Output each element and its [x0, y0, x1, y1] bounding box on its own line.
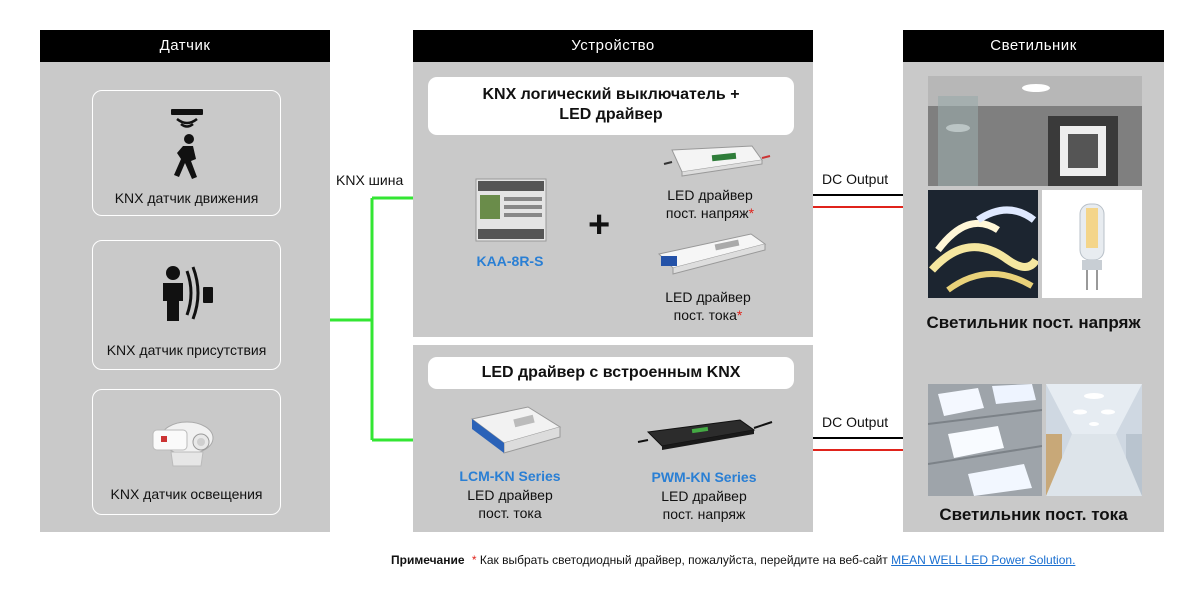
footnote-label: Примечание	[391, 553, 465, 567]
motion-sensor-icon	[171, 109, 203, 179]
presence-sensor-icon	[163, 266, 213, 321]
device-top-title-line2: LED драйвер	[559, 106, 663, 123]
kaa-8r-s-module-image	[475, 178, 547, 242]
pwm-kn-description: LED драйвер пост. напряж	[634, 487, 774, 523]
dc-output-top-negative-line	[813, 194, 903, 196]
knx-bus-label: KNX шина	[336, 172, 404, 188]
cv-driver-asterisk: *	[748, 205, 755, 221]
kaa-8r-s-label: KAA-8R-S	[476, 253, 544, 269]
cc-driver-image	[657, 233, 767, 275]
cc-driver-label: LED драйвер пост. тока*	[638, 288, 778, 324]
cc-luminaire-caption: Светильник пост. тока	[939, 505, 1128, 524]
cv-driver-image	[663, 145, 771, 177]
cv-luminaire-caption: Светильник пост. напряж	[926, 313, 1141, 332]
cv-driver-label: LED драйвер пост. напряж*	[640, 186, 780, 222]
lcm-kn-name: LCM-KN Series	[459, 468, 561, 484]
device-top-title-line1: KNX логический выключатель +	[482, 86, 740, 103]
plus-sign: +	[588, 204, 611, 246]
device-column-header: Устройство	[413, 30, 813, 62]
pwm-kn-name: PWM-KN Series	[651, 469, 757, 485]
footnote-text: Как выбрать светодиодный драйвер, пожалу…	[476, 553, 892, 567]
ceiling-panel-photo	[928, 384, 1042, 496]
downlight-room-photo	[928, 76, 1142, 186]
cc-driver-label-line1: LED драйвер	[665, 289, 751, 305]
motion-sensor-label: KNX датчик движения	[114, 190, 259, 206]
g4-bulb-photo	[1042, 190, 1142, 298]
pwm-kn-line2: пост. напряж	[662, 506, 746, 522]
knx-bus-lines	[330, 196, 414, 442]
device-bottom-title: LED драйвер с встроенным KNX	[428, 357, 794, 389]
corridor-downlight-photo	[1046, 384, 1142, 496]
cc-driver-asterisk: *	[736, 307, 743, 323]
presence-sensor-card: KNX датчик присутствия	[92, 240, 281, 370]
luminaire-column-header: Светильник	[903, 30, 1164, 62]
light-sensor-label: KNX датчик освещения	[110, 486, 263, 502]
footnote: Примечание * Как выбрать светодиодный др…	[391, 553, 1181, 567]
lcm-kn-line2: пост. тока	[478, 505, 542, 521]
lcm-kn-line1: LED драйвер	[467, 487, 553, 503]
cv-driver-label-line2: пост. напряж	[665, 205, 749, 221]
pwm-kn-line1: LED драйвер	[661, 488, 747, 504]
sensor-column-header: Датчик	[40, 30, 330, 62]
dc-output-bottom-label: DC Output	[822, 414, 889, 430]
footnote-asterisk: *	[471, 553, 477, 567]
motion-sensor-card: KNX датчик движения	[92, 90, 281, 216]
device-top-title: KNX логический выключатель + LED драйвер	[428, 77, 794, 135]
dc-output-bottom-negative-line	[813, 437, 903, 439]
lcm-kn-description: LED драйвер пост. тока	[440, 486, 580, 522]
presence-sensor-label: KNX датчик присутствия	[106, 342, 267, 358]
dc-output-bottom-positive-line	[813, 449, 903, 451]
cv-driver-label-line1: LED драйвер	[667, 187, 753, 203]
light-sensor-card: KNX датчик освещения	[92, 389, 281, 515]
light-sensor-icon	[152, 421, 214, 467]
lcm-kn-driver-image	[470, 406, 562, 454]
cc-driver-label-line2: пост. тока	[673, 307, 737, 323]
dc-output-top-label: DC Output	[822, 171, 889, 187]
pwm-kn-driver-image	[637, 419, 773, 450]
meanwell-link[interactable]: MEAN WELL LED Power Solution.	[891, 553, 1076, 567]
led-strip-photo	[928, 190, 1038, 298]
dc-output-top-positive-line	[813, 206, 903, 208]
